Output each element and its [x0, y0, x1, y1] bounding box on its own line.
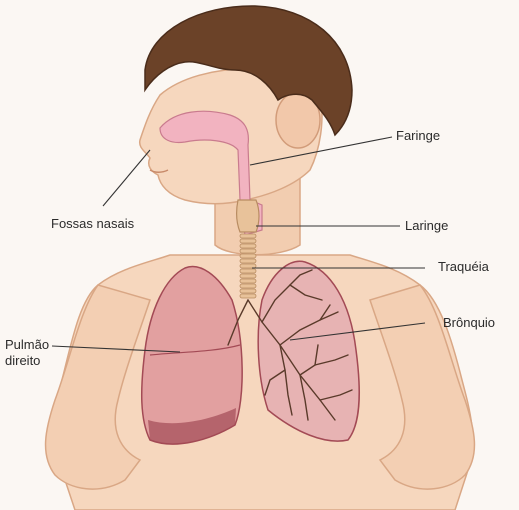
trachea-ring	[239, 243, 257, 249]
trachea-ring	[239, 248, 257, 254]
right-arm	[369, 284, 476, 490]
trachea-ring	[239, 233, 257, 239]
trachea-ring	[239, 268, 257, 274]
trachea-ring	[239, 258, 257, 264]
trachea-ring	[239, 278, 257, 284]
leader-faringe	[249, 136, 393, 166]
trachea-ring	[239, 288, 257, 294]
nasal-cavity	[159, 110, 263, 236]
right-lung-fissure	[149, 344, 241, 356]
trachea-ring	[239, 293, 257, 299]
trachea	[239, 233, 257, 299]
bronchi	[227, 269, 353, 421]
trachea-ring	[239, 253, 257, 259]
label-traqueia: Traquéia	[438, 259, 489, 274]
trachea-ring	[239, 273, 257, 279]
right-lung	[140, 265, 243, 445]
right-lung-base	[148, 408, 236, 445]
trachea-ring	[239, 283, 257, 289]
label-pulmao-line1: Pulmão	[5, 337, 50, 352]
leader-lines	[51, 136, 426, 353]
body-illustration	[44, 5, 476, 510]
leader-bronquio	[289, 322, 426, 341]
left-arm	[44, 284, 151, 490]
trachea-ring	[239, 263, 257, 269]
label-faringe: Faringe	[396, 128, 441, 143]
mouth	[149, 169, 169, 173]
label-laringe: Laringe	[405, 218, 449, 233]
label-pulmao-line2: direito	[5, 353, 41, 368]
trachea-ring	[239, 238, 257, 244]
label-fossas-nasais: Fossas nasais	[51, 216, 135, 231]
leader-fossas-nasais	[102, 149, 151, 207]
airway	[159, 110, 263, 236]
larynx	[236, 199, 260, 233]
label-bronquio: Brônquio	[443, 315, 496, 330]
hair	[144, 5, 353, 137]
label-pulmao: Pulmão direito	[5, 337, 49, 369]
leader-pulmao	[51, 345, 181, 353]
